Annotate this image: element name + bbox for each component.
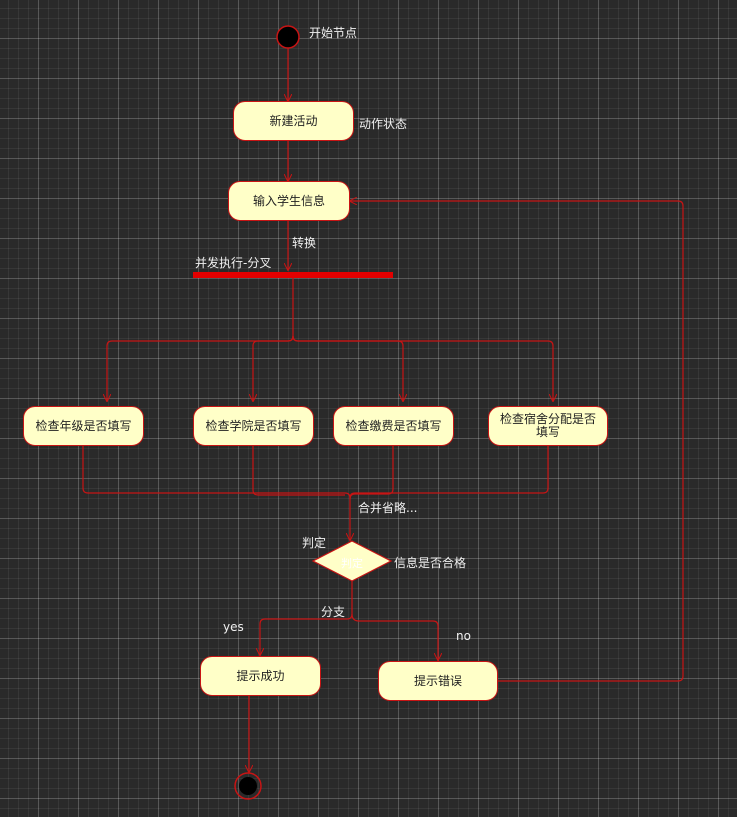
edge-grade-to-merge [82,446,350,540]
node-prompt-success[interactable]: 提示成功 [200,656,321,696]
node-check-college[interactable]: 检查学院是否填写 [193,406,314,446]
end-node-core [239,777,257,795]
label-decision: 判定 [302,536,327,550]
label-decision-condition: 信息是否合格 [394,556,467,570]
edge-fork-to-fee [292,335,403,401]
edge-fork-to-college [253,335,294,401]
node-prompt-error[interactable]: 提示错误 [378,661,498,701]
label-no: no [456,629,471,643]
label-action-state: 动作状态 [359,117,408,131]
node-check-grade[interactable]: 检查年级是否填写 [23,406,144,446]
label-yes: yes [223,620,244,634]
edge-dorm-to-merge [349,446,549,499]
node-new-activity[interactable]: 新建活动 [233,101,354,141]
label-transition: 转换 [292,236,317,250]
label-fork: 并发执行-分叉 [195,256,272,270]
node-check-fee[interactable]: 检查缴费是否填写 [333,406,454,446]
edge-fee-to-merge [349,446,394,500]
node-check-dorm[interactable]: 检查宿舍分配是否填写 [488,406,608,446]
node-input-student-info[interactable]: 输入学生信息 [228,181,350,221]
label-start-node: 开始节点 [309,26,358,40]
edge-fork-split [107,278,294,401]
edge-fork-to-dorm [292,335,553,401]
end-node[interactable] [234,772,262,800]
label-branch: 分支 [321,605,346,619]
label-merge: 合并省略... [358,501,418,515]
label-decision-inside: 判定 [341,557,363,570]
fork-bar[interactable] [193,272,393,278]
edge-error-loop-back [350,201,684,682]
edge-decision-no [351,613,438,660]
start-node[interactable] [276,25,300,49]
edge-college-to-merge [252,446,345,496]
